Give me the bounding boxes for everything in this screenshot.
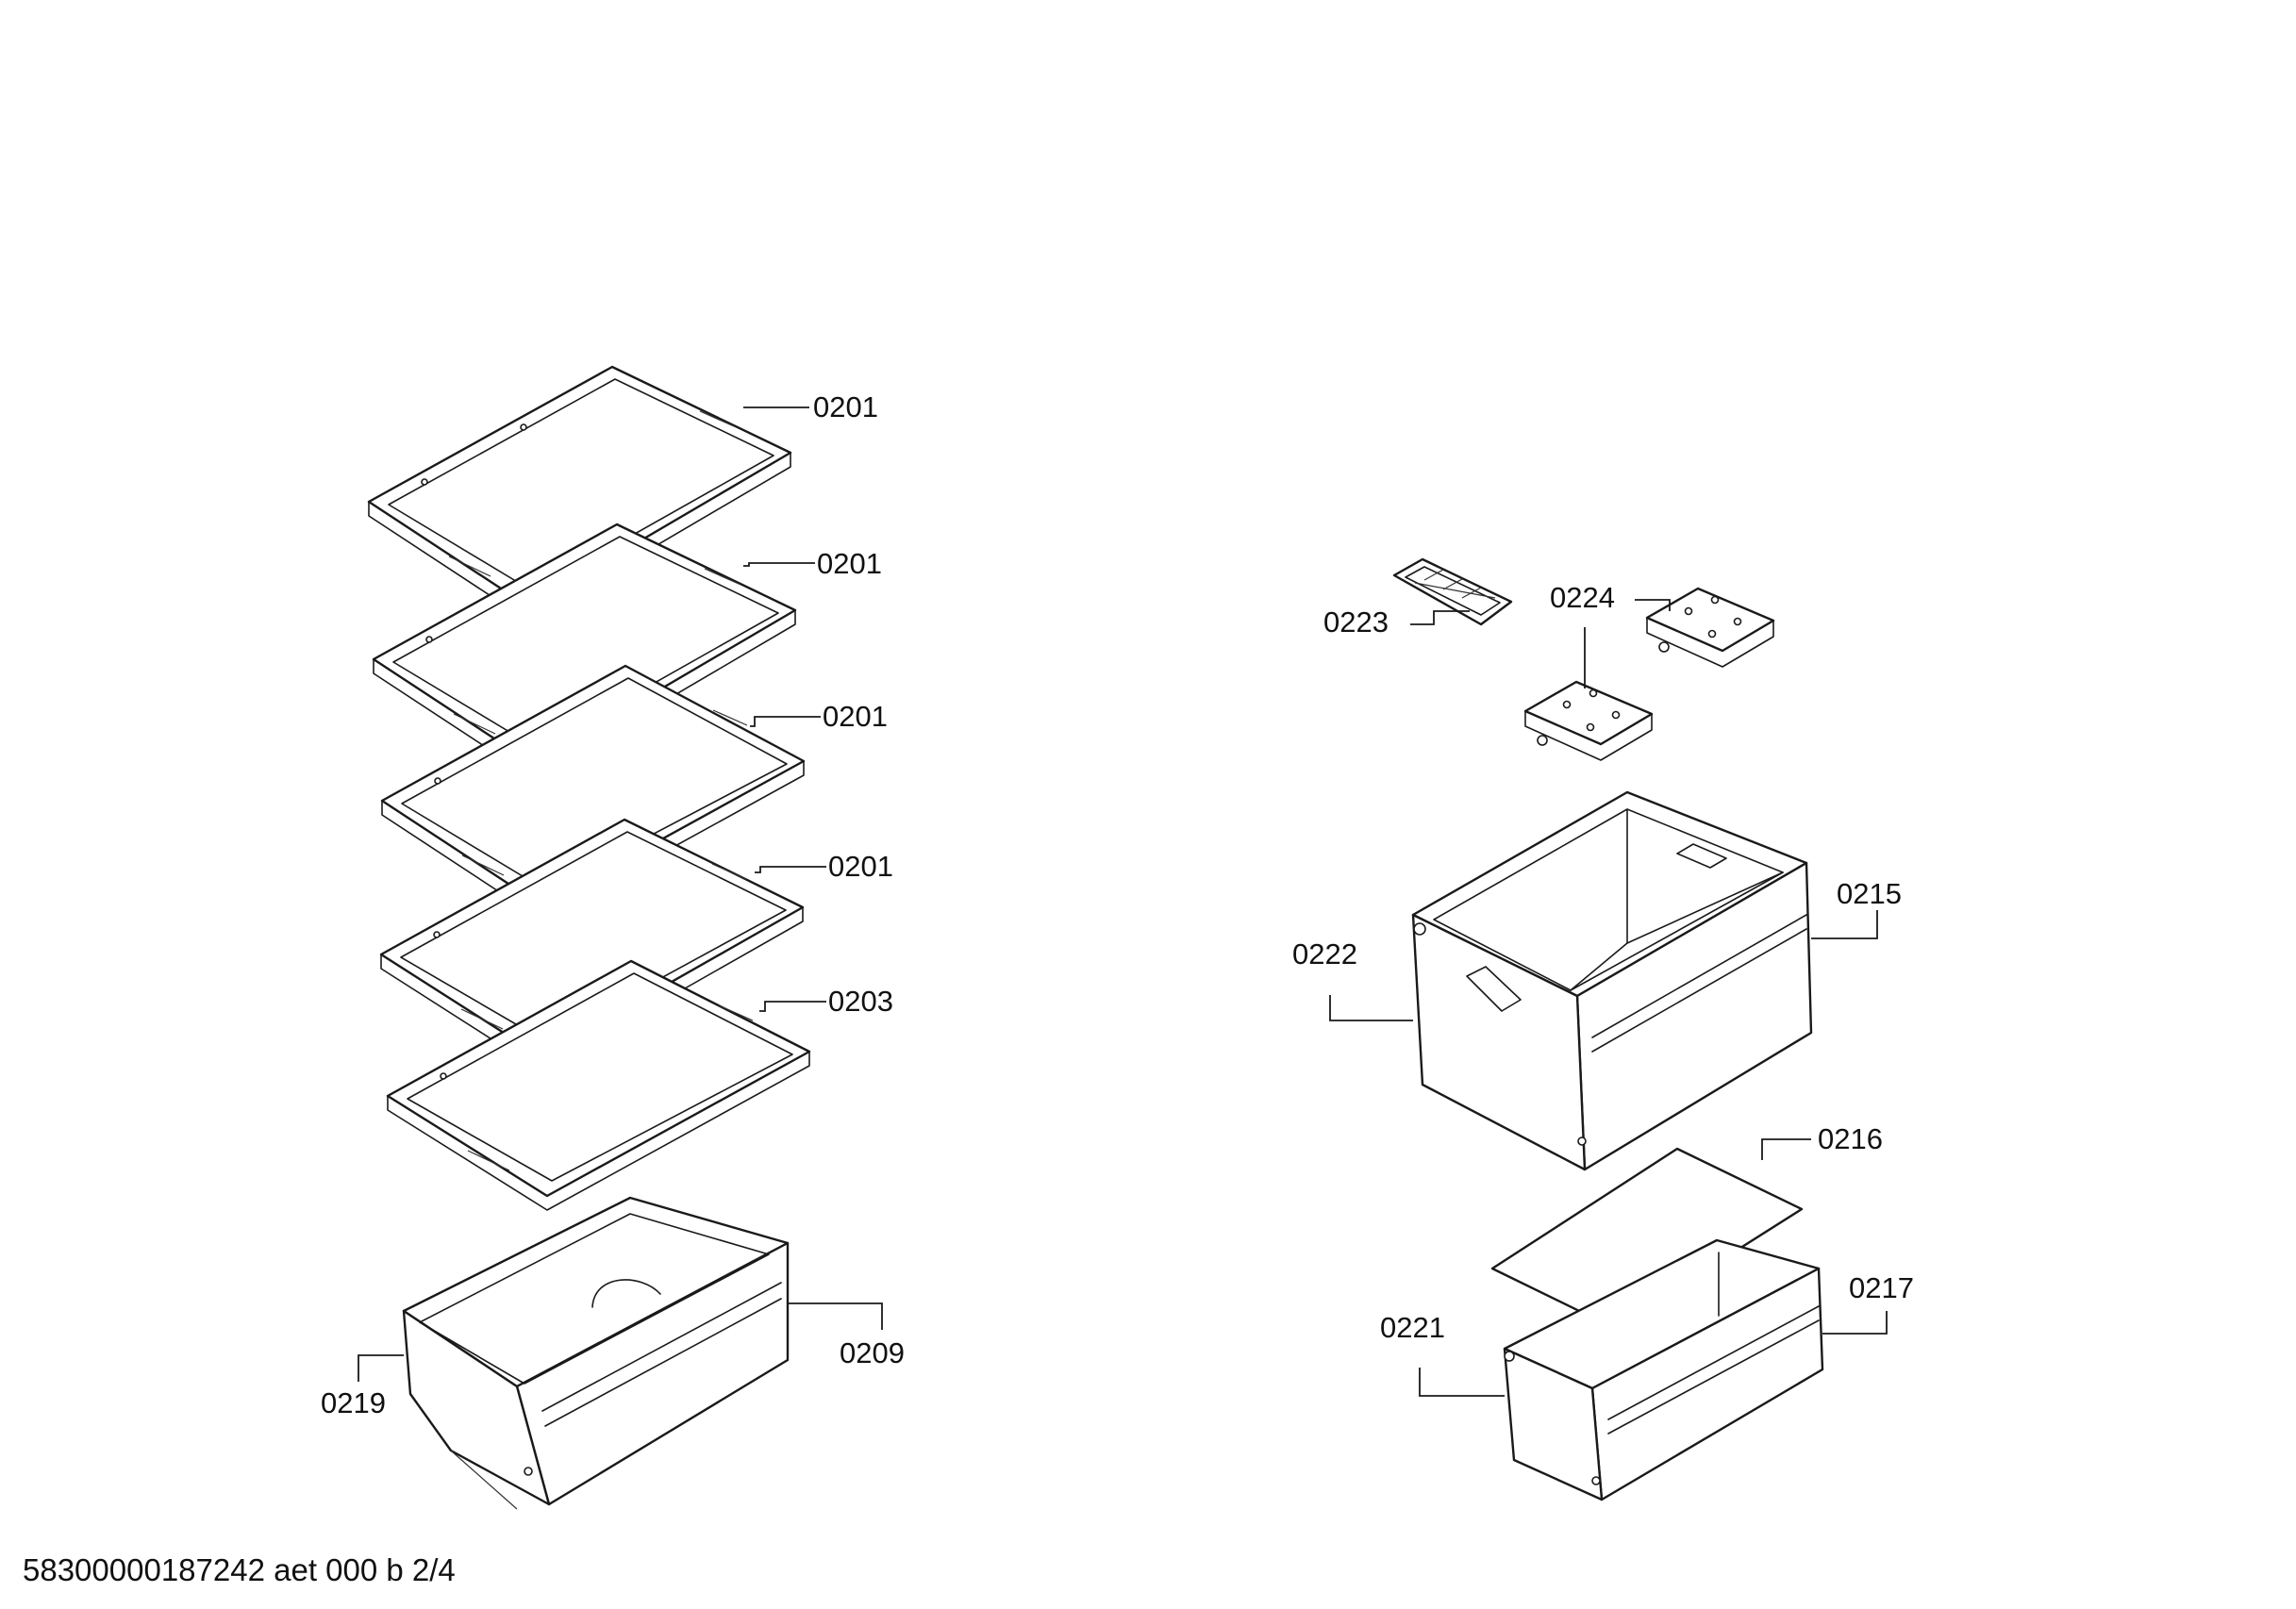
- label-0201-top: 0201: [813, 390, 878, 423]
- ice-tray-0223: [1392, 557, 1513, 626]
- label-0201-second: 0201: [817, 547, 882, 580]
- label-0222: 0222: [1292, 937, 1357, 970]
- label-0215: 0215: [1837, 877, 1902, 910]
- label-0217: 0217: [1849, 1271, 1914, 1304]
- label-0219: 0219: [321, 1386, 386, 1419]
- label-0216: 0216: [1818, 1122, 1883, 1155]
- label-0203: 0203: [828, 985, 893, 1018]
- label-0201-fourth: 0201: [828, 850, 893, 883]
- label-0224: 0224: [1550, 581, 1615, 614]
- document-code: 58300000187242 aet 000 b 2/4: [23, 1552, 456, 1587]
- shelf-0201-top: [367, 365, 792, 622]
- label-0221: 0221: [1380, 1311, 1445, 1344]
- label-0223: 0223: [1323, 605, 1389, 639]
- lower-drawer-0217: [1503, 1238, 1824, 1501]
- label-0201-third: 0201: [823, 700, 888, 733]
- glass-panel-0216: [1490, 1147, 1804, 1330]
- leader-lines: [358, 406, 1888, 1397]
- crisper-drawer-left: [402, 1196, 790, 1510]
- freezer-drawer-0215: [1411, 790, 1813, 1171]
- label-0209: 0209: [840, 1336, 905, 1369]
- cold-pack-0224-right: [1645, 587, 1775, 668]
- cold-pack-0224-center: [1523, 680, 1654, 761]
- shelf-0203-bottom: [386, 959, 811, 1211]
